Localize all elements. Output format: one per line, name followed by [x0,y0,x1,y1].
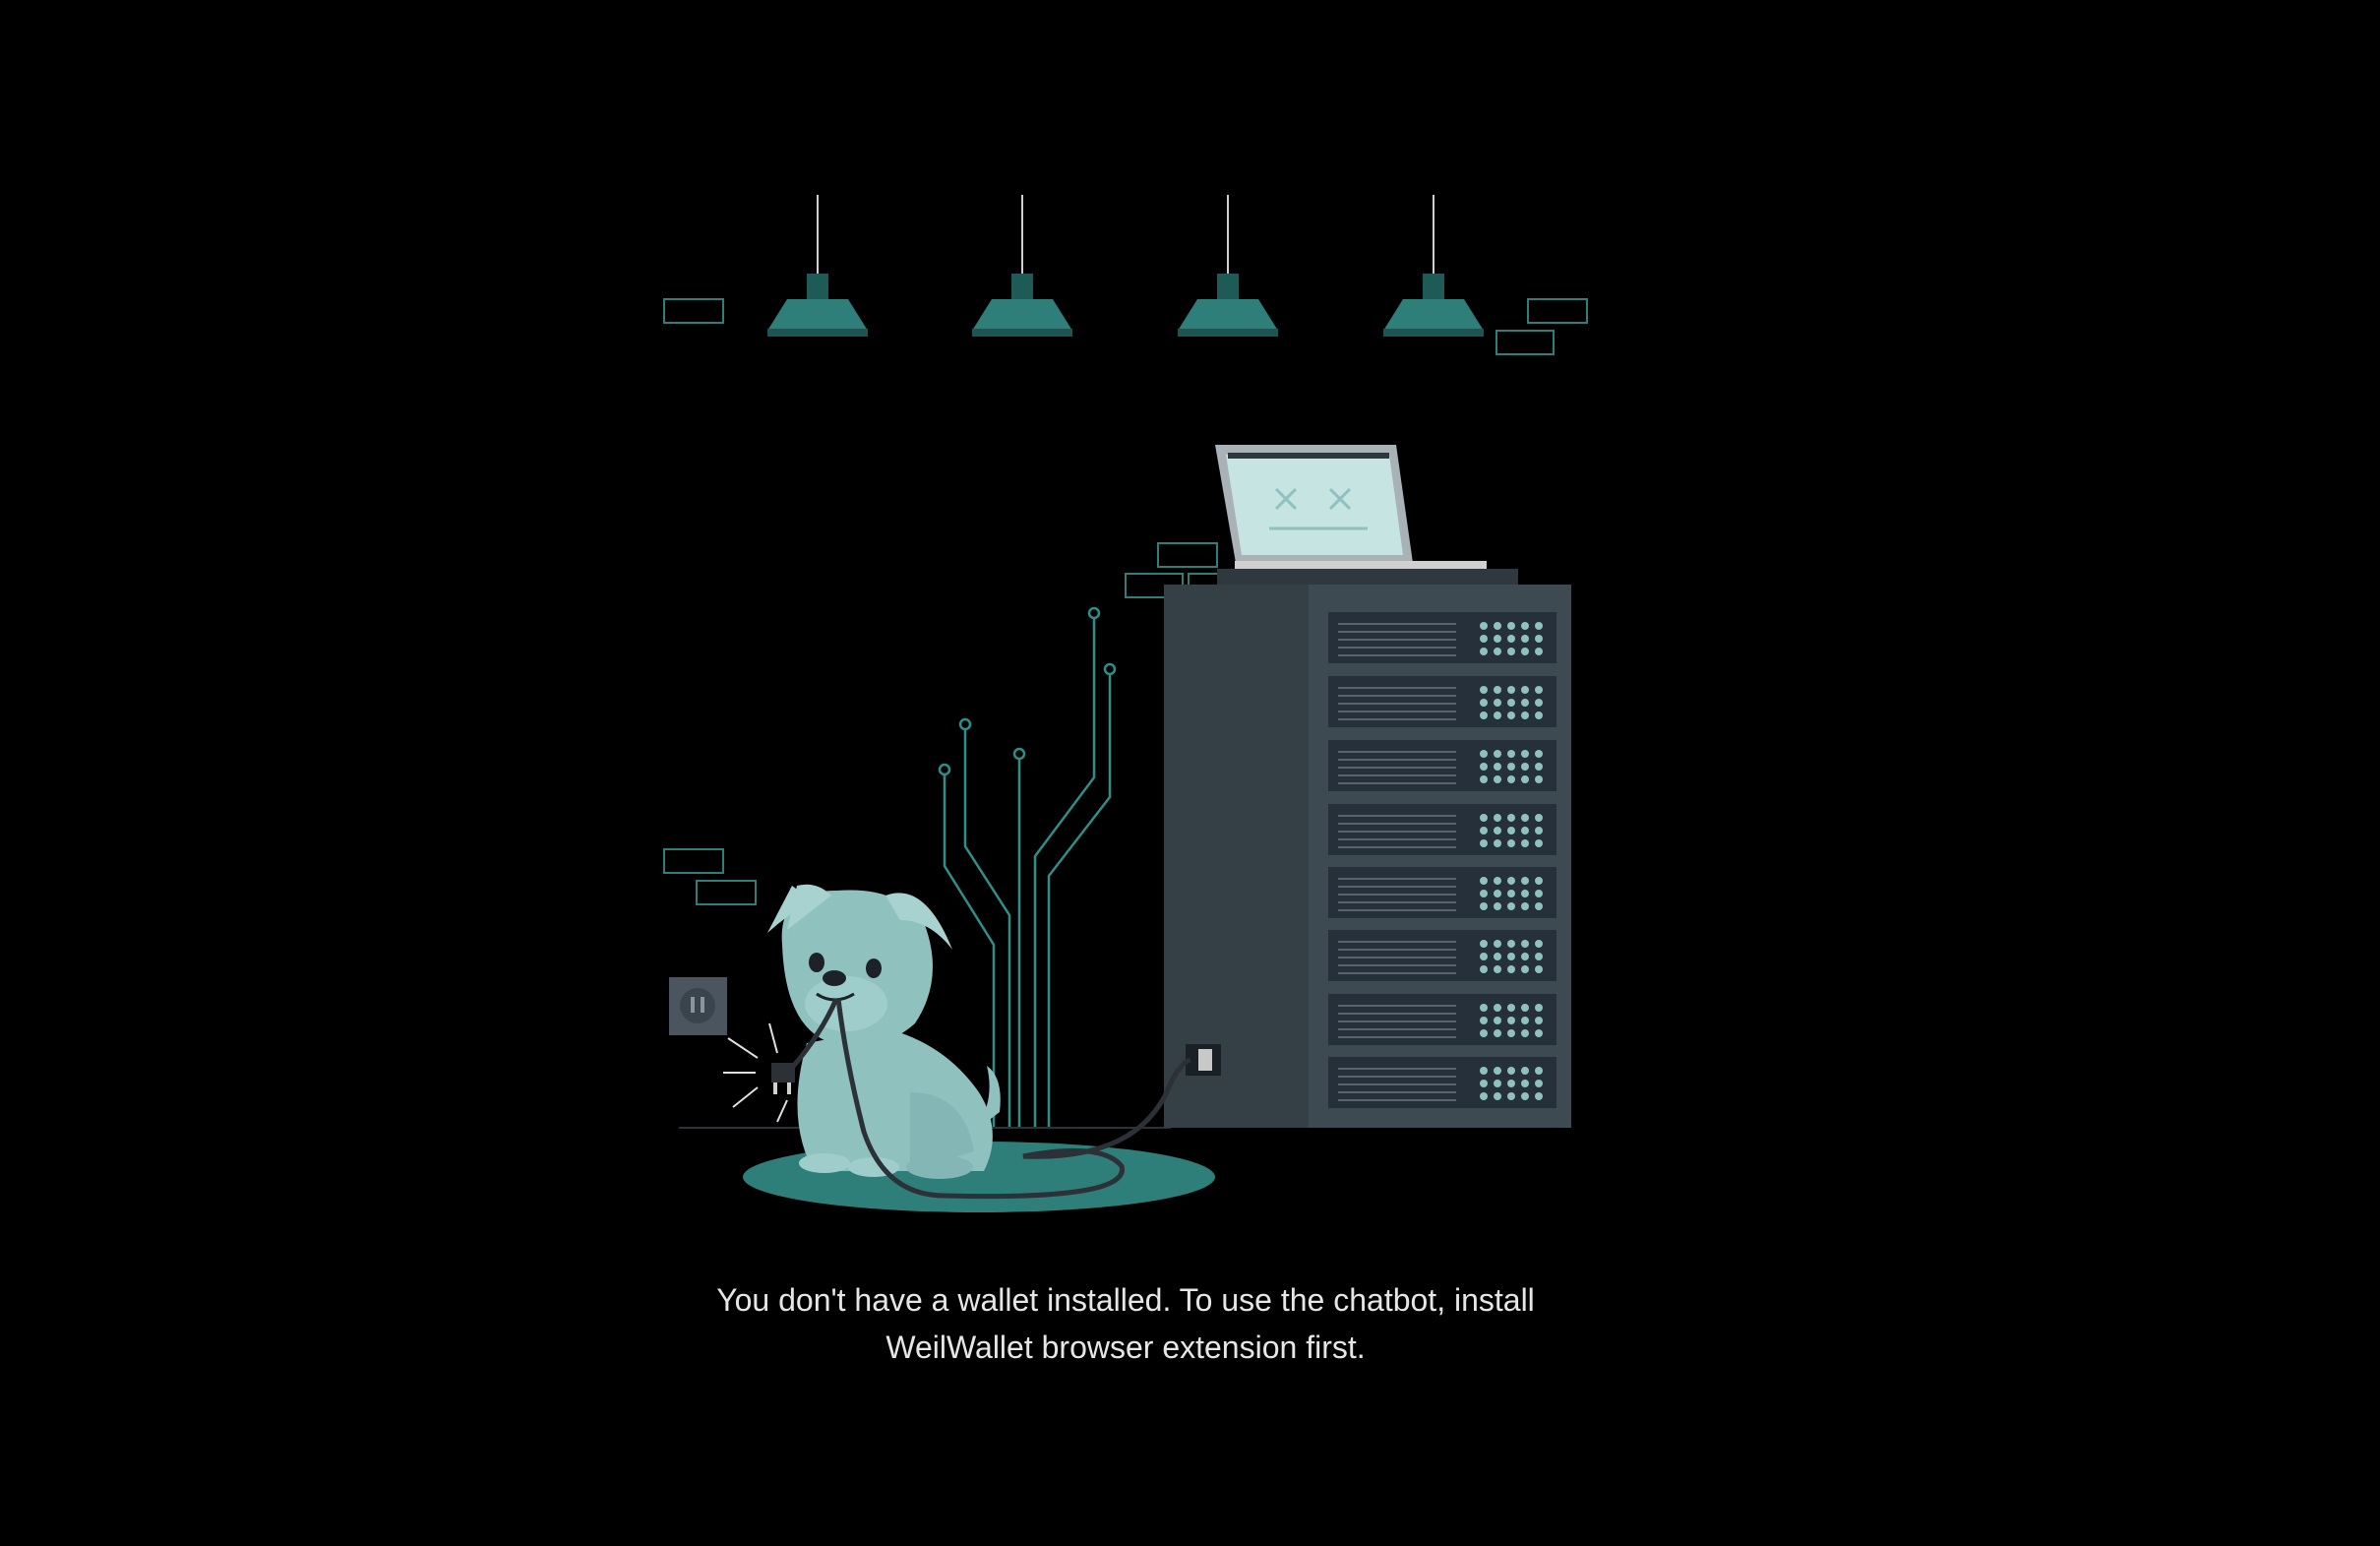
no-wallet-message-line-1: You don't have a wallet installed. To us… [716,1282,1535,1318]
broken-laptop-icon [1215,445,1518,585]
dog-icon [767,884,1001,1179]
pendant-lamps [767,195,1484,337]
server-rack [1164,585,1571,1128]
lamp-icon [1178,195,1278,337]
power-plug-icon [723,1022,795,1123]
no-wallet-message-line-2: WeilWallet browser extension first. [885,1330,1366,1365]
power-cable [835,998,1191,1200]
lamp-icon [972,195,1072,337]
lamp-icon [767,195,868,337]
server-units [1328,612,1556,1108]
circuit-lines [938,606,1117,1127]
wall-outlet-icon [669,977,727,1035]
lamp-icon [1383,195,1484,337]
no-wallet-message: You don't have a wallet installed. To us… [648,1276,1603,1371]
